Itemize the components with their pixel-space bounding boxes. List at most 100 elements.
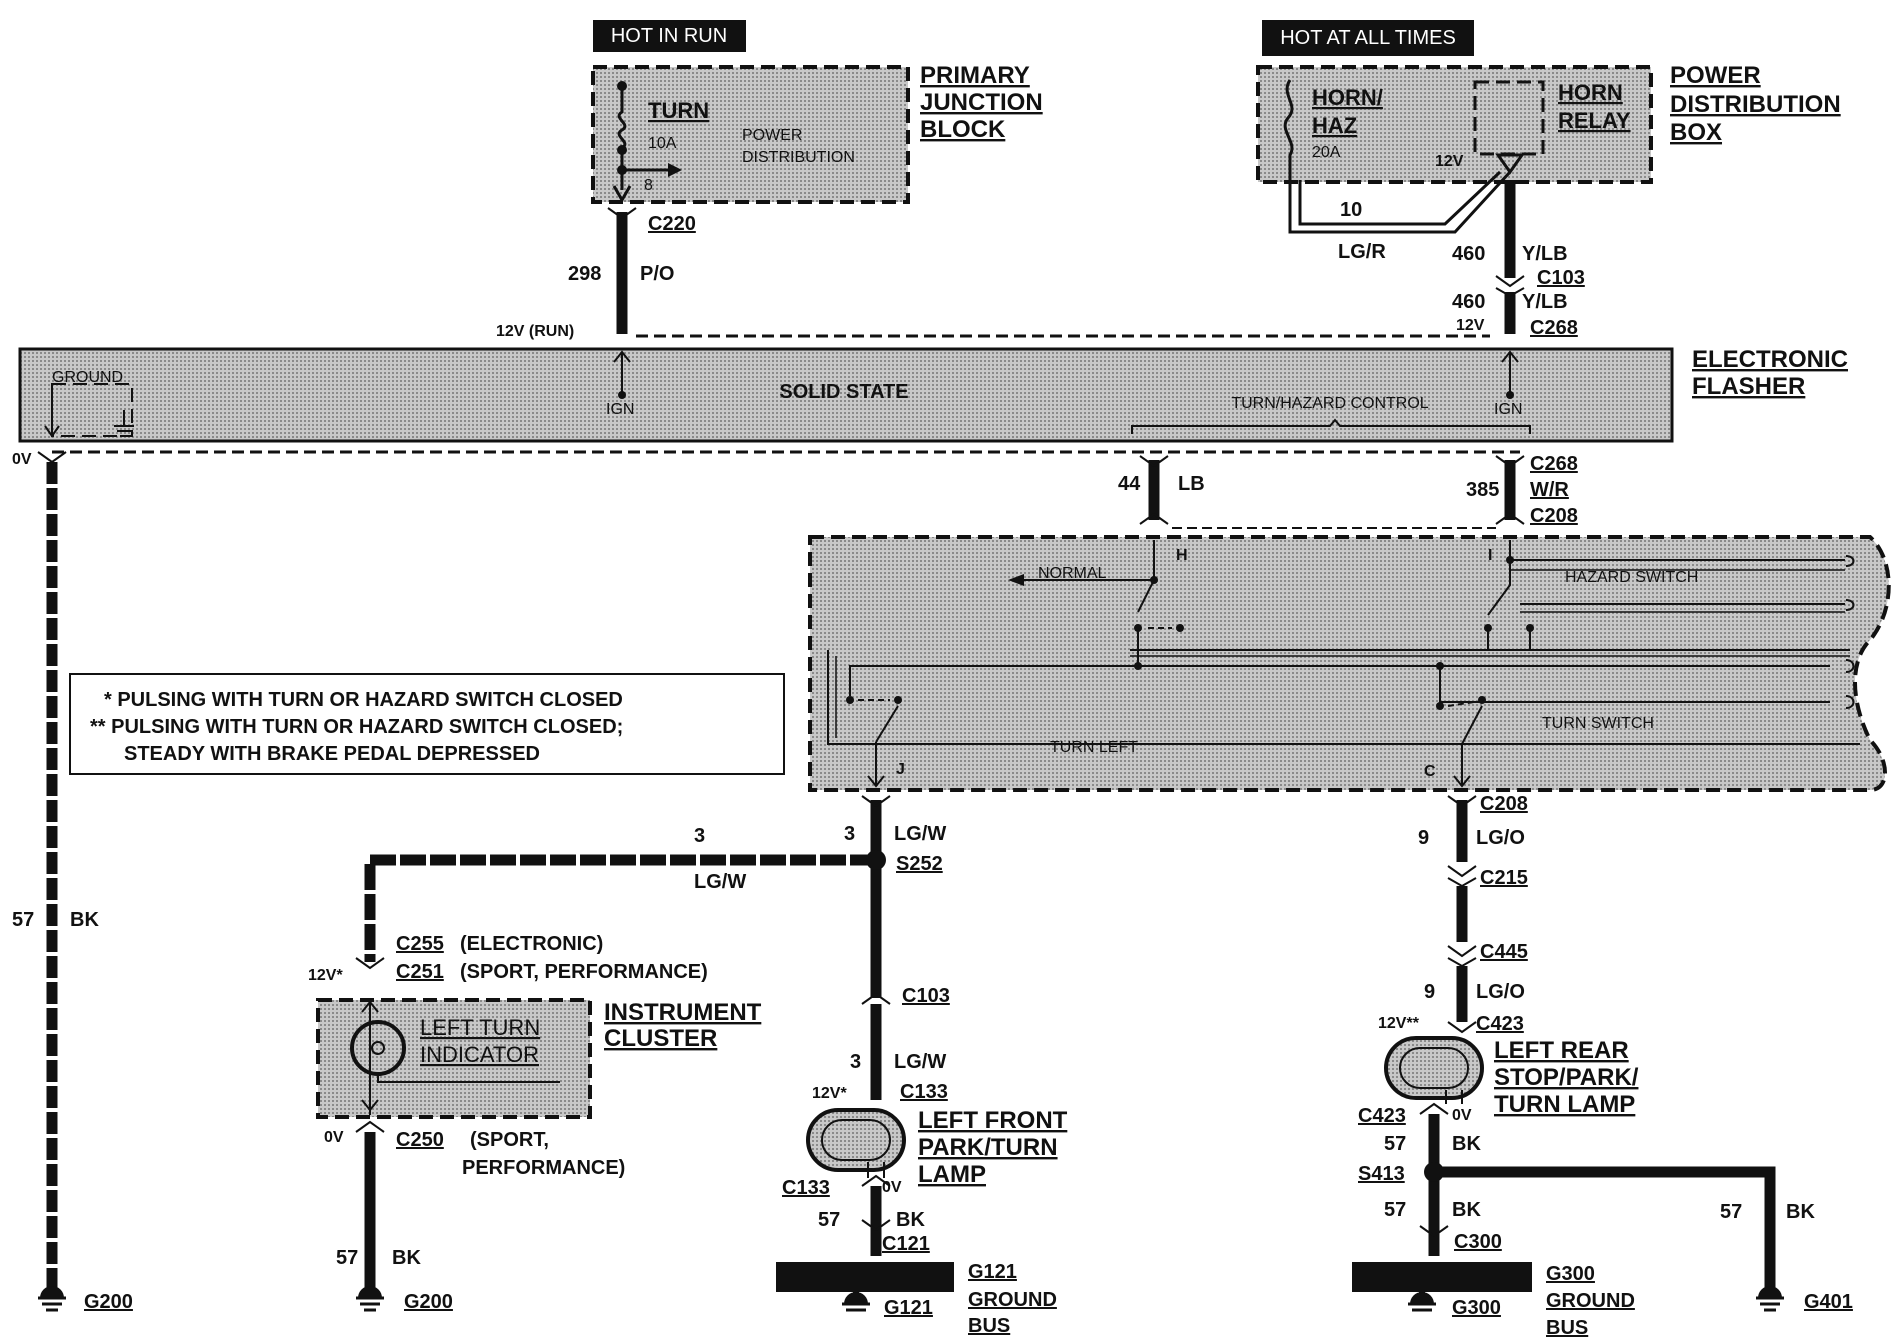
svg-text:G401: G401 <box>1804 1291 1853 1313</box>
svg-text:57: 57 <box>818 1209 840 1231</box>
svg-text:BUS: BUS <box>968 1315 1010 1337</box>
svg-text:C103: C103 <box>902 985 950 1007</box>
svg-text:(SPORT, PERFORMANCE): (SPORT, PERFORMANCE) <box>460 961 708 983</box>
wire-3-lgw: 3 LG/W 3 LG/W S252 C103 3 LG/W 12V* C133 <box>364 795 950 1103</box>
svg-text:(SPORT,: (SPORT, <box>470 1129 549 1151</box>
svg-text:0V: 0V <box>324 1129 344 1146</box>
svg-text:HOT AT ALL TIMES: HOT AT ALL TIMES <box>1280 27 1456 49</box>
svg-text:57: 57 <box>1384 1133 1406 1155</box>
svg-text:H: H <box>1176 547 1188 564</box>
svg-text:C215: C215 <box>1480 867 1528 889</box>
svg-text:298: 298 <box>568 263 601 285</box>
svg-text:Y/LB: Y/LB <box>1522 243 1568 265</box>
svg-text:BK: BK <box>1452 1133 1481 1155</box>
svg-text:9: 9 <box>1424 981 1435 1003</box>
wire-298: C220 298 P/O 12V (RUN) <box>496 207 1490 340</box>
svg-text:DISTRIBUTION: DISTRIBUTION <box>742 149 855 166</box>
svg-text:3: 3 <box>694 825 705 847</box>
svg-text:C251: C251 <box>396 961 444 983</box>
hot-at-all-times-banner: HOT AT ALL TIMES <box>1262 20 1474 56</box>
svg-text:44: 44 <box>1118 473 1141 495</box>
svg-text:TURN LEFT: TURN LEFT <box>1050 739 1138 756</box>
svg-text:460: 460 <box>1452 243 1485 265</box>
svg-text:TURN LAMP: TURN LAMP <box>1494 1091 1635 1118</box>
svg-text:C103: C103 <box>1537 267 1585 289</box>
svg-text:INDICATOR: INDICATOR <box>420 1042 539 1067</box>
svg-text:POWER: POWER <box>742 127 802 144</box>
svg-text:3: 3 <box>844 823 855 845</box>
svg-text:INSTRUMENT: INSTRUMENT <box>604 999 762 1026</box>
svg-text:G121: G121 <box>884 1297 933 1319</box>
power-distribution-box-label: POWER DISTRIBUTION BOX <box>1670 62 1841 146</box>
svg-text:LG/R: LG/R <box>1338 241 1386 263</box>
svg-text:460: 460 <box>1452 291 1485 313</box>
svg-text:12V*: 12V* <box>812 1085 847 1102</box>
svg-text:** PULSING WITH TURN OR HAZARD: ** PULSING WITH TURN OR HAZARD SWITCH CL… <box>90 716 623 738</box>
svg-text:C133: C133 <box>782 1177 830 1199</box>
svg-text:LEFT TURN: LEFT TURN <box>420 1015 540 1040</box>
svg-text:(ELECTRONIC): (ELECTRONIC) <box>460 933 603 955</box>
electronic-flasher-label: ELECTRONIC FLASHER <box>1692 346 1848 400</box>
svg-text:NORMAL: NORMAL <box>1038 565 1107 582</box>
svg-text:GROUND: GROUND <box>968 1289 1057 1311</box>
power-distribution-box: HORN/ HAZ 20A HORN RELAY 12V 10 LG/R <box>1256 65 1653 263</box>
svg-text:IGN: IGN <box>1494 401 1522 418</box>
svg-text:BK: BK <box>896 1209 925 1231</box>
svg-text:C423: C423 <box>1476 1013 1524 1035</box>
svg-text:57: 57 <box>1384 1199 1406 1221</box>
instrument-cluster: C255 (ELECTRONIC) 12V* C251 (SPORT, PERF… <box>308 933 762 1313</box>
svg-text:GROUND: GROUND <box>1546 1290 1635 1312</box>
svg-text:POWER: POWER <box>1670 62 1761 89</box>
svg-text:PRIMARY: PRIMARY <box>920 62 1030 89</box>
svg-text:HOT IN RUN: HOT IN RUN <box>611 25 727 47</box>
electronic-flasher: GROUND IGN SOLID STATE TURN/HAZARD CONTR… <box>18 347 1674 443</box>
left-rear-stop-park-turn-lamp: LEFT REAR STOP/PARK/ TURN LAMP C423 0V 5… <box>1352 1036 1853 1339</box>
svg-text:12V (RUN): 12V (RUN) <box>496 323 574 340</box>
svg-text:LG/W: LG/W <box>694 871 746 893</box>
svg-text:GROUND: GROUND <box>52 369 123 386</box>
svg-text:0V: 0V <box>882 1179 902 1196</box>
svg-text:C423: C423 <box>1358 1105 1406 1127</box>
svg-text:10A: 10A <box>648 135 677 152</box>
svg-text:12V: 12V <box>1435 153 1464 170</box>
svg-text:SOLID STATE: SOLID STATE <box>779 381 908 403</box>
svg-text:BOX: BOX <box>1670 119 1722 146</box>
svg-text:C208: C208 <box>1530 505 1578 527</box>
svg-text:BK: BK <box>1452 1199 1481 1221</box>
svg-text:I: I <box>1488 547 1492 564</box>
svg-text:10: 10 <box>1340 199 1362 221</box>
svg-text:C220: C220 <box>648 213 696 235</box>
primary-junction-block: TURN 10A POWER DISTRIBUTION 8 <box>591 65 910 204</box>
turn-hazard-switch-assembly: H I NORMAL HAZARD SWITCH TURN LEFT TURN … <box>808 535 1891 792</box>
svg-text:STOP/PARK/: STOP/PARK/ <box>1494 1064 1639 1091</box>
svg-text:HAZ: HAZ <box>1312 113 1357 138</box>
wire-57-left-ground: 0V 57 BK G200 <box>12 450 1520 1313</box>
svg-text:0V: 0V <box>1452 1107 1472 1124</box>
svg-text:BLOCK: BLOCK <box>920 116 1006 143</box>
svg-text:8: 8 <box>644 177 653 194</box>
svg-text:J: J <box>896 761 905 778</box>
svg-text:57: 57 <box>12 909 34 931</box>
svg-text:* PULSING WITH TURN OR HAZARD: * PULSING WITH TURN OR HAZARD SWITCH CLO… <box>104 689 623 711</box>
svg-text:12V: 12V <box>1456 317 1485 334</box>
svg-text:DISTRIBUTION: DISTRIBUTION <box>1670 91 1841 118</box>
svg-text:ELECTRONIC: ELECTRONIC <box>1692 346 1848 373</box>
svg-text:C268: C268 <box>1530 317 1578 339</box>
svg-text:LAMP: LAMP <box>918 1161 986 1188</box>
svg-text:RELAY: RELAY <box>1558 108 1631 133</box>
svg-text:12V**: 12V** <box>1378 1015 1420 1032</box>
svg-text:Y/LB: Y/LB <box>1522 291 1568 313</box>
svg-text:S252: S252 <box>896 853 943 875</box>
svg-text:C300: C300 <box>1454 1231 1502 1253</box>
svg-text:BK: BK <box>1786 1201 1815 1223</box>
svg-text:3: 3 <box>850 1051 861 1073</box>
svg-text:57: 57 <box>1720 1201 1742 1223</box>
svg-text:IGN: IGN <box>606 401 634 418</box>
svg-text:G300: G300 <box>1452 1297 1501 1319</box>
svg-text:P/O: P/O <box>640 263 674 285</box>
left-front-park-turn-lamp: LEFT FRONT PARK/TURN LAMP C133 0V 57 BK … <box>776 1107 1068 1337</box>
svg-text:57: 57 <box>336 1247 358 1269</box>
svg-text:BK: BK <box>70 909 99 931</box>
svg-text:JUNCTION: JUNCTION <box>920 89 1043 116</box>
svg-text:C: C <box>1424 763 1436 780</box>
